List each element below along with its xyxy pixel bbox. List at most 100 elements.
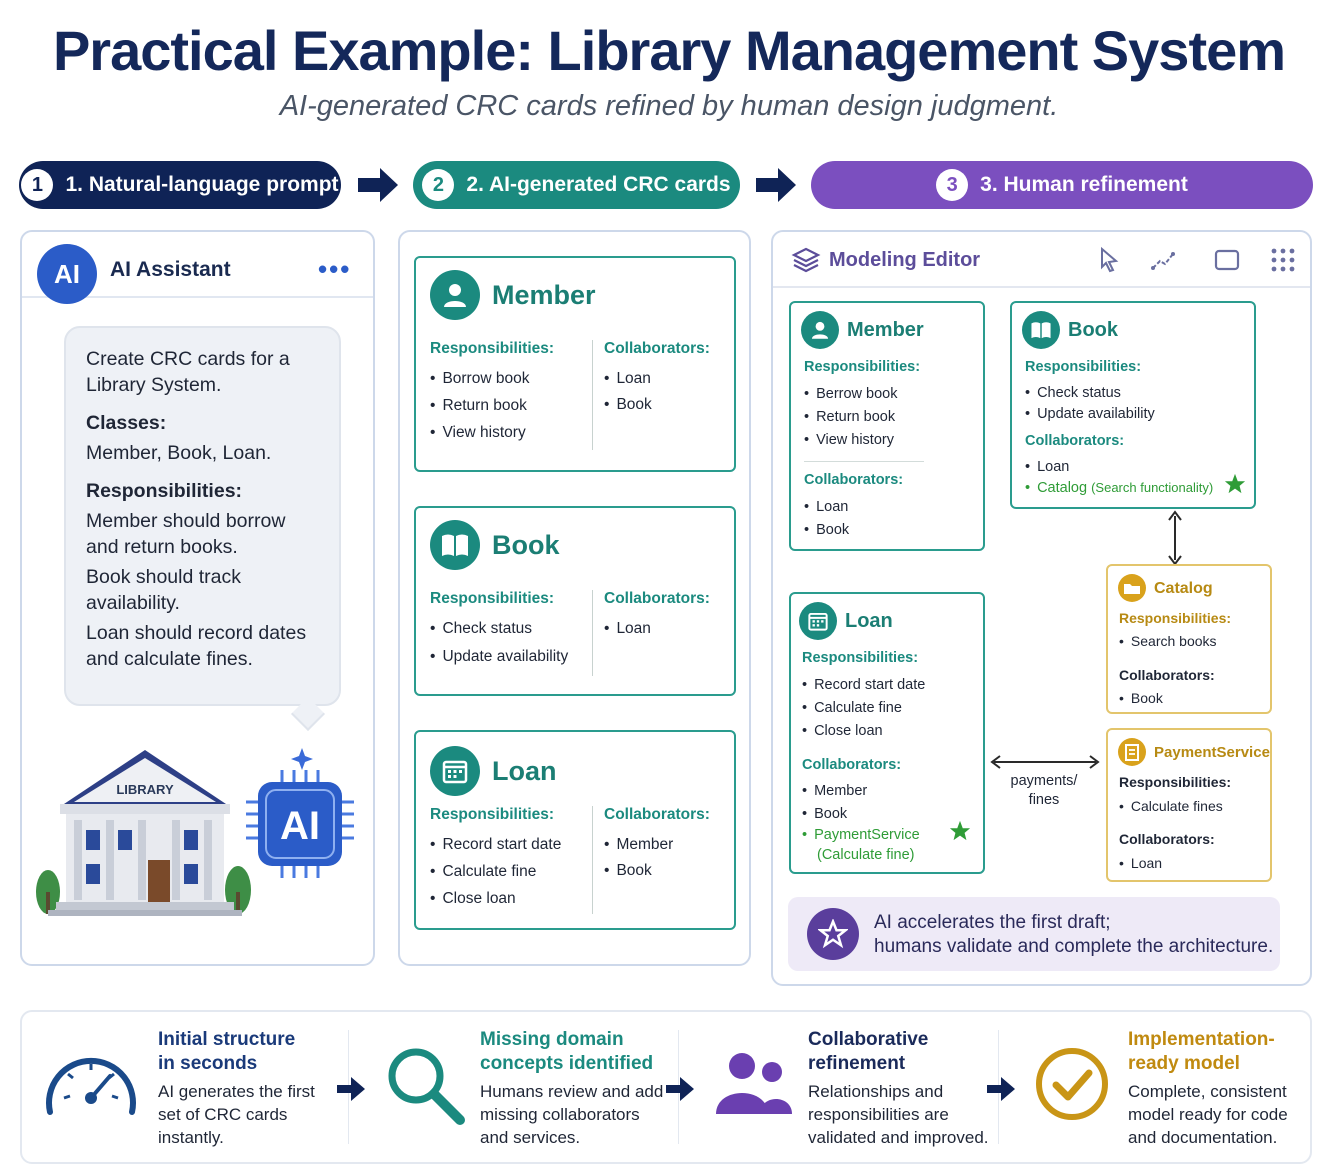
connector-tool-icon[interactable] bbox=[1149, 246, 1177, 274]
star-badge-icon bbox=[807, 908, 859, 960]
card-title: PaymentService bbox=[1154, 744, 1270, 761]
responsibilities-label: Responsibilities: bbox=[1119, 610, 1232, 626]
star-icon bbox=[1224, 473, 1246, 494]
benefit-title-line: Missing domain bbox=[480, 1029, 624, 1050]
editor-toolbar: Modeling Editor bbox=[773, 232, 1310, 288]
step-pill-ai-cards: 2 2. AI-generated CRC cards bbox=[413, 161, 740, 209]
crc-card-member[interactable]: Member Responsibilities: Collaborators: … bbox=[414, 256, 736, 472]
added-collaborator-note: (Search functionality) bbox=[1091, 480, 1214, 495]
editor-card-catalog[interactable]: Catalog Responsibilities: Search books C… bbox=[1106, 564, 1272, 714]
ai-avatar: AI bbox=[37, 244, 97, 304]
prompt-line: Create CRC cards for a Library System. bbox=[86, 348, 290, 396]
page-title: Practical Example: Library Management Sy… bbox=[52, 19, 1286, 82]
step-label: 1. Natural-language prompt bbox=[65, 173, 339, 196]
column-divider bbox=[592, 590, 593, 676]
card-title: Member bbox=[492, 280, 596, 310]
added-collaborator-note: (Calculate fine) bbox=[817, 847, 915, 863]
editor-card-member[interactable]: Member Responsibilities: Berrow book Ret… bbox=[789, 301, 985, 551]
user-icon bbox=[430, 270, 480, 320]
chip-label: AI bbox=[280, 804, 320, 848]
collaborator-item: Book bbox=[604, 396, 651, 414]
pointer-tool-icon[interactable] bbox=[1095, 246, 1123, 274]
benefit-title-line: concepts identified bbox=[480, 1053, 654, 1074]
benefit-title-line: Collaborative bbox=[808, 1029, 929, 1050]
grid-menu-icon[interactable] bbox=[1269, 246, 1297, 274]
page-subtitle: AI-generated CRC cards refined by human … bbox=[279, 90, 1059, 122]
editor-callout: AI accelerates the first draft; humans v… bbox=[788, 897, 1280, 971]
responsibility-item: Close loan bbox=[802, 723, 883, 739]
folder-icon bbox=[1118, 574, 1146, 602]
arrow-right-icon bbox=[358, 168, 398, 202]
column-divider bbox=[592, 806, 593, 914]
collaborator-item: Loan bbox=[604, 620, 650, 638]
responsibility-item: View history bbox=[430, 424, 525, 442]
responsibility-item: Record start date bbox=[802, 677, 925, 693]
responsibility-item: Berrow book bbox=[804, 386, 897, 402]
step-number: 2 bbox=[422, 169, 455, 201]
card-title: Member bbox=[847, 319, 924, 341]
benefit-description: Humans review and add missing collaborat… bbox=[480, 1080, 663, 1149]
responsibility-item: Update availability bbox=[1025, 406, 1155, 422]
crc-card-loan[interactable]: Loan Responsibilities: Collaborators: Re… bbox=[414, 730, 736, 930]
shape-tool-icon[interactable] bbox=[1213, 246, 1241, 274]
magnifier-icon bbox=[388, 1048, 465, 1125]
collaborators-label: Collaborators: bbox=[1119, 831, 1215, 847]
benefit-title: Missing domain concepts identified bbox=[480, 1028, 653, 1076]
responsibilities-label: Responsibilities: bbox=[802, 650, 919, 666]
collaborator-item: Book bbox=[604, 862, 651, 880]
benefit-desc-line: missing collaborators bbox=[480, 1105, 640, 1124]
more-menu-icon[interactable]: ••• bbox=[318, 254, 352, 284]
step-number: 3 bbox=[936, 169, 969, 201]
editor-card-loan[interactable]: Loan Responsibilities: Record start date… bbox=[789, 592, 985, 874]
benefit-desc-line: and documentation. bbox=[1128, 1128, 1278, 1147]
collaborator-item: Loan bbox=[804, 499, 848, 515]
section-divider bbox=[804, 461, 924, 462]
book-catalog-connector bbox=[1168, 510, 1182, 566]
benefit-desc-line: Complete, consistent bbox=[1128, 1082, 1287, 1101]
responsibility-item: Calculate fine bbox=[430, 863, 536, 881]
library-building-icon: LIBRARY bbox=[36, 750, 251, 916]
step-pill-prompt: 1 1. Natural-language prompt bbox=[19, 161, 341, 209]
step-number: 1 bbox=[21, 169, 54, 201]
benefit-desc-line: set of CRC cards bbox=[158, 1105, 288, 1124]
arrow-right-icon bbox=[337, 1077, 365, 1101]
card-title: Book bbox=[1068, 319, 1118, 341]
collaborator-item: Loan bbox=[604, 370, 650, 388]
resp-line: Member should borrow and return books. bbox=[86, 510, 286, 558]
connector-label-line: payments/ bbox=[1010, 773, 1078, 789]
collaborator-item: Loan bbox=[1119, 855, 1162, 871]
editor-card-payment-service[interactable]: PaymentService Responsibilities: Calcula… bbox=[1106, 728, 1272, 882]
step-pill-refinement: 3 3. Human refinement bbox=[811, 161, 1313, 209]
crc-card-book[interactable]: Book Responsibilities: Collaborators: Ch… bbox=[414, 506, 736, 696]
benefit-title-line: refinement bbox=[808, 1053, 906, 1074]
added-collaborator-item: PaymentService bbox=[802, 827, 920, 843]
prompt-bubble: Create CRC cards for a Library System. C… bbox=[64, 326, 341, 731]
ai-chip-icon: AI bbox=[246, 748, 354, 878]
user-icon bbox=[801, 311, 839, 349]
benefit-desc-line: instantly. bbox=[158, 1128, 224, 1147]
classes-text: Member, Book, Loan. bbox=[86, 442, 272, 464]
responsibility-item: Check status bbox=[430, 620, 532, 638]
collaborator-item: Loan bbox=[1025, 459, 1069, 475]
responsibilities-label: Responsibilities: bbox=[1025, 359, 1142, 375]
classes-label: Classes: bbox=[86, 412, 167, 434]
responsibility-item: Return book bbox=[804, 409, 895, 425]
collaborators-label: Collaborators: bbox=[802, 757, 902, 773]
resp-line: Book should track availability. bbox=[86, 566, 242, 614]
responsibilities-label: Responsibilities: bbox=[430, 806, 555, 823]
card-title: Book bbox=[492, 530, 560, 560]
benefit-title-line: in seconds bbox=[158, 1053, 258, 1074]
collaborator-item: Member bbox=[604, 836, 673, 854]
collaborators-label: Collaborators: bbox=[804, 472, 904, 488]
ai-assistant-title: AI Assistant bbox=[110, 258, 231, 281]
editor-card-book[interactable]: Book Responsibilities: Check status Upda… bbox=[1010, 301, 1256, 509]
collaborator-item: Book bbox=[1119, 690, 1163, 706]
collaborator-item: Member bbox=[802, 783, 867, 799]
collaborator-item: Book bbox=[804, 522, 849, 538]
bubble-tail bbox=[291, 697, 325, 731]
benefit-title-line: Initial structure bbox=[158, 1029, 296, 1050]
responsibility-item: Calculate fine bbox=[802, 700, 902, 716]
people-icon bbox=[716, 1053, 792, 1114]
benefit-desc-line: responsibilities are bbox=[808, 1105, 949, 1124]
arrow-right-icon bbox=[987, 1077, 1015, 1101]
